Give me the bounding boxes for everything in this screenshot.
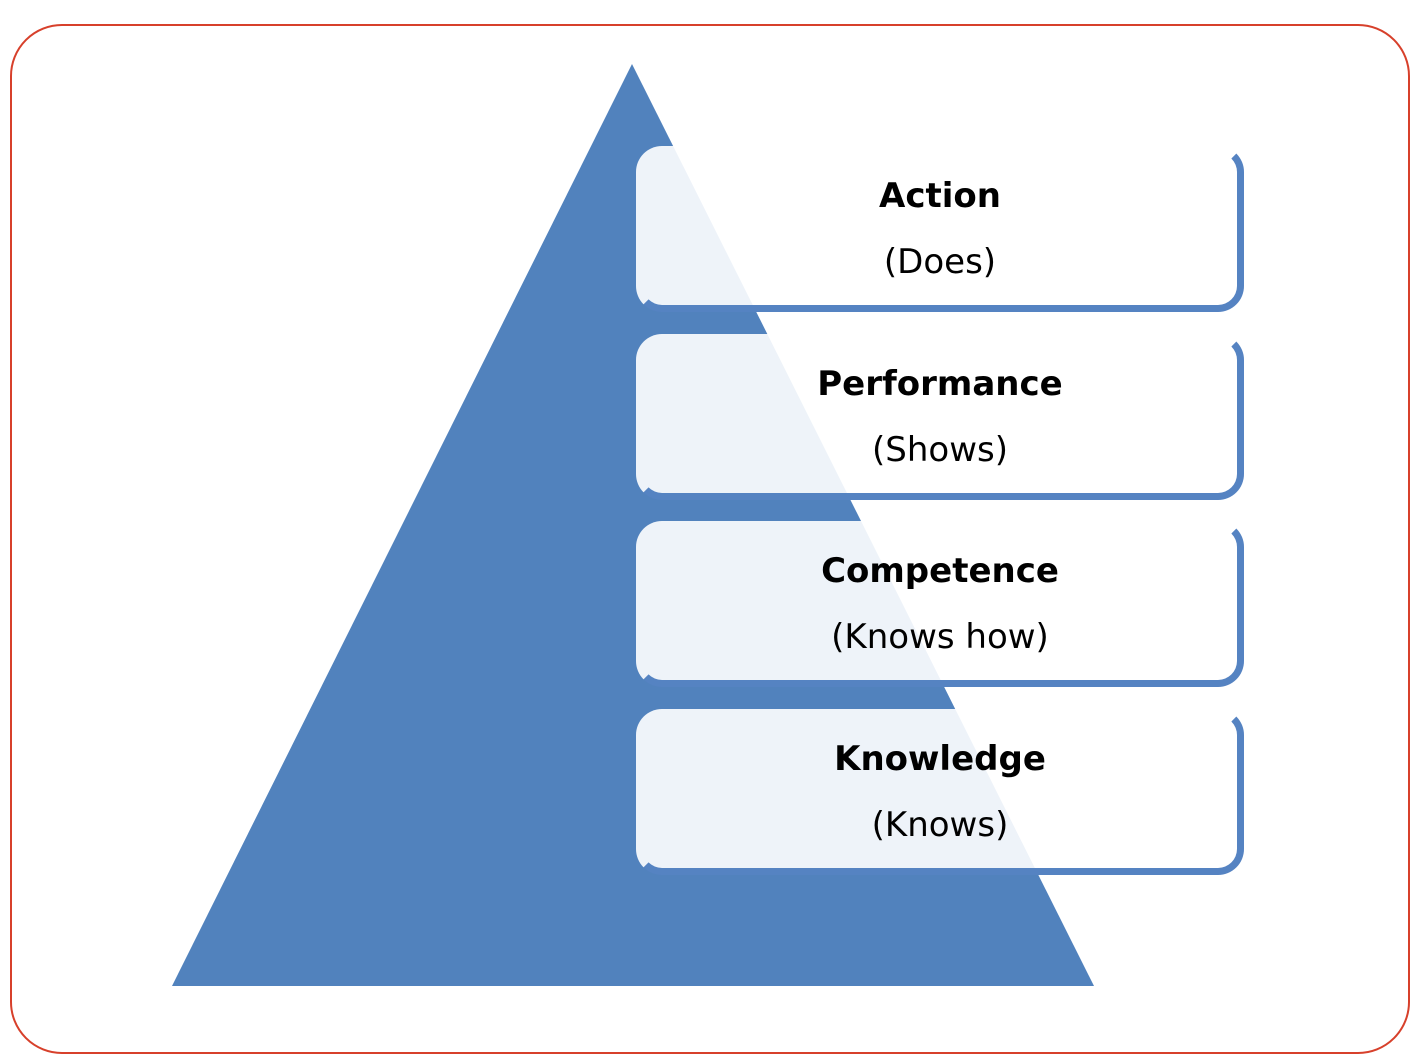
level-title: Competence — [821, 551, 1059, 591]
level-title: Knowledge — [834, 739, 1046, 779]
level-subtitle: (Knows how) — [831, 617, 1049, 657]
level-title: Performance — [817, 364, 1063, 404]
level-subtitle: (Does) — [883, 242, 997, 282]
level-box-action: Action (Does) — [636, 146, 1244, 312]
level-box-knowledge: Knowledge (Knows) — [636, 709, 1244, 875]
level-subtitle: (Shows) — [872, 430, 1008, 470]
level-subtitle: (Knows) — [871, 805, 1009, 845]
level-box-performance: Performance (Shows) — [636, 334, 1244, 500]
level-box-competence: Competence (Knows how) — [636, 521, 1244, 687]
level-title: Action — [879, 176, 1001, 216]
